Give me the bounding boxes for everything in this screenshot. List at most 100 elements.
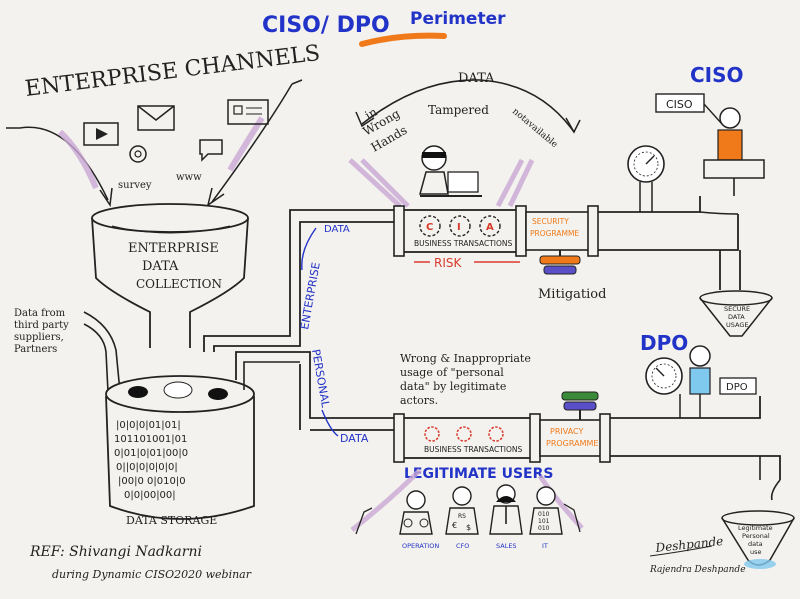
hacker-mask — [422, 152, 446, 158]
security-line2: PROGRAMME — [530, 229, 579, 238]
dpo-funnel-line2: Personal — [742, 532, 770, 540]
user-operation: OPERATION — [399, 490, 439, 550]
wrong-usage-line2: usage of "personal — [400, 366, 504, 379]
blue-arc-bottom — [321, 409, 339, 437]
threat-shade-right — [495, 158, 535, 208]
laptop-icon — [447, 171, 479, 193]
bottom-pipe: Wrong & Inappropriate usage of "personal… — [393, 352, 611, 463]
storage-inlet-right — [208, 388, 228, 400]
channel-arrow-right — [211, 79, 303, 203]
user-sales: SALES — [489, 484, 523, 550]
storage-inlet-left — [128, 386, 148, 398]
top-business-transactions: BUSINESS TRANSACTIONS — [414, 239, 513, 248]
threat-arc — [361, 79, 575, 133]
role-it: IT — [542, 542, 548, 550]
role-cfo: CFO — [456, 542, 469, 550]
channel-shade-right — [227, 116, 265, 172]
it-glyph-3: 010 — [538, 525, 550, 532]
ciso-person-body — [717, 129, 743, 161]
mail-icon — [137, 105, 175, 131]
storage-connector-bottom — [235, 351, 400, 419]
channel-shade-left — [57, 129, 99, 190]
third-party-pipe — [83, 311, 121, 393]
ciso-heading: CISO — [690, 63, 744, 87]
funnel-line1: ENTERPRISE — [128, 241, 219, 256]
channel-arrow-left — [6, 126, 109, 201]
dpo-person-body — [689, 367, 711, 395]
title-underline — [359, 32, 447, 47]
dpo-sign — [719, 377, 757, 395]
funnel-line2: DATA — [142, 259, 179, 274]
cia-gears: C I A — [419, 215, 501, 237]
video-icon — [83, 122, 119, 146]
third-party-line4: Partners — [14, 344, 57, 355]
ciso-section: CISO CISO SECURE DATA USAGE — [627, 63, 773, 337]
cfo-glyph-euro: € — [452, 521, 457, 530]
at-icon — [129, 145, 147, 163]
threat-arc-head-right — [565, 117, 581, 134]
channel-label-www: www — [176, 172, 202, 183]
role-sales: SALES — [496, 542, 517, 550]
role-operation: OPERATION — [402, 542, 439, 550]
business-gears — [424, 426, 504, 442]
dpo-heading: DPO — [640, 331, 688, 355]
storage-connector-top — [203, 209, 400, 352]
cia-c: C — [426, 222, 433, 233]
storage-inlet-center — [163, 381, 193, 399]
pipe-label-enterprise: ENTERPRISE — [298, 261, 323, 330]
dpo-funnel-line3: data — [748, 540, 763, 548]
privacy-valve — [561, 391, 599, 420]
title-left: CISO/ DPO — [262, 13, 390, 38]
reference: REF: Shivangi Nadkarni during Dynamic CI… — [29, 544, 252, 581]
binary-row-2: 101101001|01 — [114, 434, 187, 445]
binary-row-4: 0||0|0|0|0|0| — [116, 462, 178, 473]
binary-row-3: 0|01|0|01|00|0 — [114, 448, 188, 459]
chat-icon — [199, 139, 223, 162]
title-right: Perimeter — [410, 9, 506, 29]
it-glyph-1: 010 — [538, 511, 550, 518]
collection-funnel: ENTERPRISE DATA COLLECTION — [91, 203, 249, 348]
user-it: 010 101 010 IT — [529, 486, 563, 550]
enterprise-channels: ENTERPRISE CHANNELS — [6, 41, 321, 208]
hacker-body — [419, 171, 449, 195]
security-line1: SECURITY — [532, 217, 569, 226]
legitimate-users: LEGITIMATE USERS OPERATION € RS $ CFO SA… — [350, 466, 584, 550]
dpo-section: DPO DPO Legitimate Personal data use — [610, 331, 795, 569]
third-party-line2: third party — [14, 320, 69, 331]
bottom-business-transactions: BUSINESS TRANSACTIONS — [424, 445, 523, 454]
top-pipe: C I A BUSINESS TRANSACTIONS SECURITY PRO… — [393, 196, 741, 290]
reference-line1: REF: Shivangi Nadkarni — [29, 544, 202, 560]
hacker-figure — [419, 145, 482, 197]
user-cfo: € RS $ CFO — [445, 486, 479, 550]
ciso-funnel-line3: USAGE — [726, 321, 748, 329]
binary-row-6: 0|0|00|00| — [124, 490, 176, 501]
binary-row-1: |0|0|0|01|01| — [116, 420, 181, 431]
data-storage: |0|0|0|01|01| 101101001|01 0|01|0|01|00|… — [105, 375, 255, 527]
ciso-person-head — [719, 107, 741, 129]
wrong-usage-line1: Wrong & Inappropriate — [400, 352, 531, 365]
dpo-funnel-line4: use — [750, 548, 762, 556]
users-heading: LEGITIMATE USERS — [404, 466, 554, 482]
third-party-line1: Data from — [14, 308, 66, 319]
risk-label: RISK — [434, 256, 462, 270]
wrong-usage-line3: data" by legitimate — [400, 380, 506, 393]
it-glyph-2: 101 — [538, 518, 550, 525]
dpo-person-head — [689, 345, 711, 367]
storage-connector-inner — [243, 361, 300, 390]
storage-connector-top-inner — [213, 221, 400, 352]
cfo-glyph-dollar: $ — [466, 523, 471, 532]
cia-a: A — [486, 222, 494, 233]
arrow-head-left — [99, 187, 113, 208]
cia-i: I — [457, 222, 461, 233]
dpo-funnel: Legitimate Personal data use — [721, 510, 795, 569]
channel-label-survey: survey — [118, 180, 152, 191]
privacy-line1: PRIVACY — [550, 427, 583, 436]
ciso-funnel: SECURE DATA USAGE — [699, 290, 773, 337]
risk-indicator: RISK — [414, 256, 520, 270]
card-icon — [227, 99, 269, 125]
signature: Deshpande Rajendra Deshpande — [649, 534, 746, 575]
mitigation-label: Mitigatiod — [538, 287, 606, 302]
dpo-sign-label: DPO — [726, 382, 748, 393]
threat-data: DATA — [458, 71, 495, 86]
